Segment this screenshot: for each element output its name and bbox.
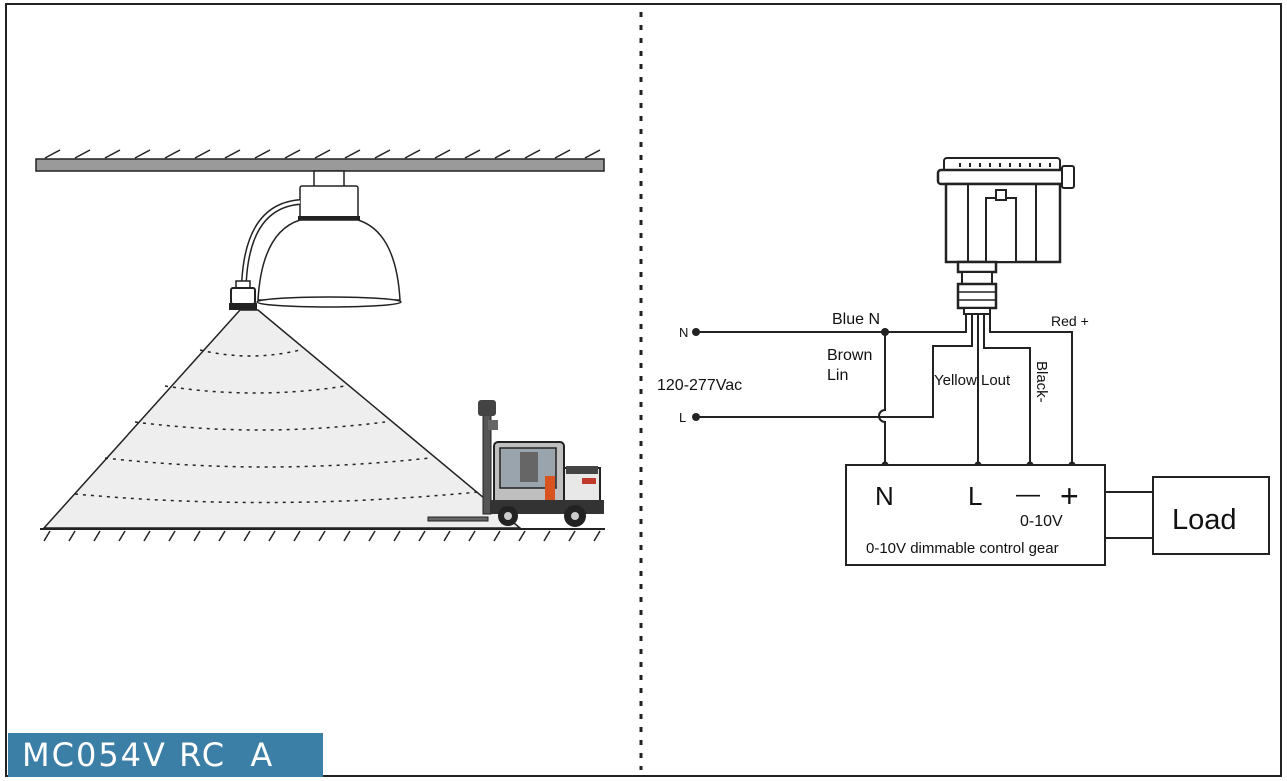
high-bay-lamp xyxy=(241,170,402,308)
terminal-n-label: N xyxy=(679,325,688,340)
gear-terminal-minus: — xyxy=(1016,481,1040,508)
floor-hatch xyxy=(43,530,601,542)
detection-zone xyxy=(42,309,523,529)
ceiling-hatch xyxy=(44,149,601,159)
wires xyxy=(696,314,1153,539)
brown-wire-sub-label: Lin xyxy=(827,367,848,384)
installation-illustration xyxy=(35,149,605,542)
outer-border xyxy=(5,3,1282,777)
dim-range-label: 0-10V xyxy=(1020,513,1063,530)
red-wire-label: Red + xyxy=(1051,313,1089,329)
ceiling xyxy=(35,158,605,172)
detection-arcs xyxy=(74,349,479,504)
forklift-icon xyxy=(427,400,604,527)
gear-terminal-n: N xyxy=(875,481,894,511)
black-wire-label: Black- xyxy=(1033,361,1050,403)
wiring-diagram: N L 120-277Vac Blue N Brown Lin Yellow L… xyxy=(657,157,1270,566)
gear-terminal-plus: + xyxy=(1060,478,1079,514)
control-gear-label: 0-10V dimmable control gear xyxy=(866,540,1059,557)
sensor-icon xyxy=(229,280,257,310)
brown-wire-label: Brown xyxy=(827,347,872,364)
load-box xyxy=(1152,476,1270,555)
model-label: MC054V RC A xyxy=(8,733,323,777)
load-label: Load xyxy=(1172,504,1237,536)
sensor-device-icon xyxy=(936,157,1075,315)
gear-terminal-l: L xyxy=(968,481,982,511)
wire-nodes xyxy=(692,328,1076,469)
terminal-l-label: L xyxy=(679,410,686,425)
blue-wire-label: Blue N xyxy=(832,311,880,328)
control-gear-box xyxy=(845,464,1106,566)
supply-voltage-label: 120-277Vac xyxy=(657,377,742,394)
yellow-wire-label: Yellow Lout xyxy=(934,372,1011,389)
